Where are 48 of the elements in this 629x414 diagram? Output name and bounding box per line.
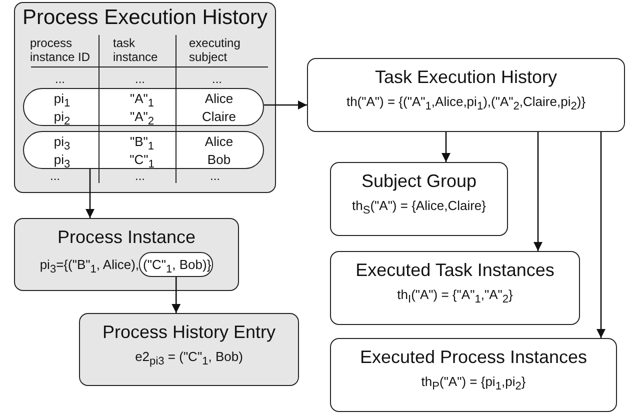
formula-text: th$_{I}$("A") = {"A"$_{1}$,"A"$_{2}$} (396, 287, 514, 302)
process-box (330, 338, 617, 412)
process-box (14, 218, 239, 291)
box-title: Process History Entry (102, 322, 276, 343)
box-title: Process Instance (57, 227, 196, 248)
box-title: Executed Task Instances (356, 260, 554, 281)
box-title: Executed Process Instances (360, 347, 588, 368)
box-title: Process Execution History (22, 6, 268, 30)
row-group-pill (23, 88, 264, 126)
subject-cell-text: Alice (204, 134, 234, 149)
process-box (79, 313, 299, 386)
table-cell-text: pi$_{1}$ (52, 91, 72, 106)
column-header: task instance (113, 36, 159, 64)
formula-text: th("A") = {("A"$_{1}$,Alice,pi$_{1}$),("A"$_{2}$,Claire,pi$_{2}$)} (345, 94, 587, 109)
table-cell-text: pi$_{3}$ (52, 152, 72, 167)
formula-text: pi$_{3}$={("B"$_{1}$, Alice), (40, 257, 140, 272)
formula-text: th$_{S}$("A") = {Alice,Claire} (350, 198, 488, 213)
ellipsis-text: ... (134, 169, 146, 183)
arrow (172, 277, 181, 313)
table-cell-text: "A"$_{2}$ (128, 109, 156, 124)
ellipsis-text: ... (208, 169, 221, 183)
formula-text: th$_{P}$("A") = {pi$_{1}$,pi$_{2}$} (420, 374, 527, 389)
process-box (330, 162, 508, 236)
box-title: Task Execution History (374, 67, 558, 88)
process-box (307, 58, 625, 132)
arrow (442, 132, 450, 162)
subject-cell-text: Claire (201, 109, 237, 124)
arrow (264, 100, 307, 110)
arrow (534, 132, 542, 251)
row-group-pill (23, 131, 264, 169)
column-header: executing subject (189, 36, 242, 64)
ellipsis-text: ... (134, 72, 146, 86)
arrow (86, 169, 94, 218)
table-cell-text: pi$_{2}$ (52, 109, 72, 124)
table-panel (14, 2, 276, 193)
arrow (596, 132, 606, 338)
ellipsis-text: ... (54, 72, 66, 86)
ellipsis-text: ... (210, 72, 223, 86)
table-cell-text: "A"$_{1}$ (128, 91, 156, 106)
subject-cell-text: Alice (204, 91, 234, 106)
table-cell-text: pi$_{3}$ (52, 134, 72, 149)
ellipsis-text: ... (48, 169, 61, 183)
process-box (330, 251, 580, 325)
subject-cell-text: Bob (206, 152, 232, 167)
table-cell-text: "C"$_{1}$ (128, 152, 156, 167)
table-cell-text: "B"$_{1}$ (128, 134, 156, 149)
box-title: Subject Group (361, 171, 477, 192)
column-header: process instance ID (30, 36, 92, 64)
